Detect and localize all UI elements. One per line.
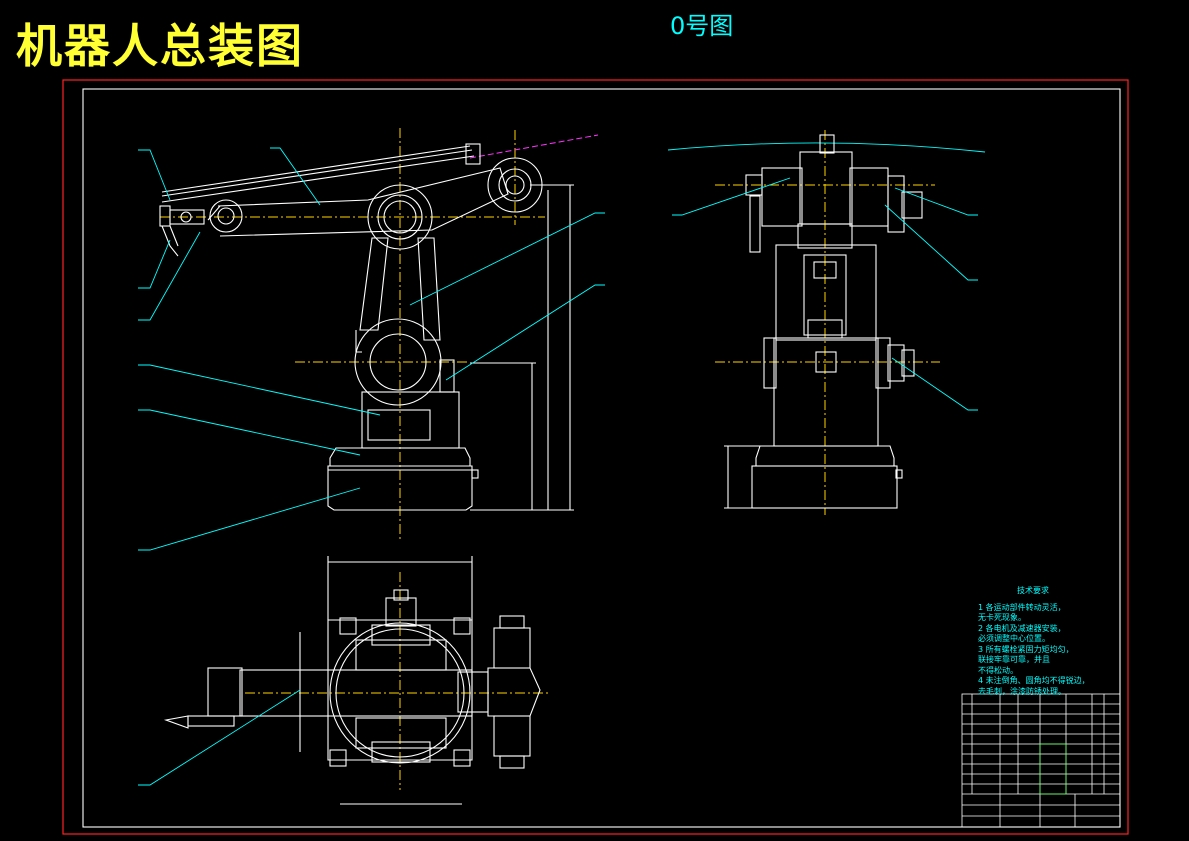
drawing-title: 机器人总装图 [16, 19, 304, 73]
requirement-line: 1 各运动部件转动灵活， [978, 602, 1066, 612]
side-view [667, 130, 986, 515]
requirement-line: 无卡死现象。 [978, 613, 1026, 622]
front-view [138, 128, 605, 551]
inner-border [82, 88, 1121, 828]
requirement-line: 联接牢靠可靠，并且 [978, 655, 1050, 664]
requirement-line: 3 所有螺栓紧固力矩均匀， [978, 644, 1074, 654]
requirement-line: 必须调整中心位置。 [978, 634, 1050, 643]
sheet-size-label: 0号图 [670, 12, 734, 40]
top-view [138, 556, 550, 805]
requirement-line: 2 各电机及减速器安装， [978, 623, 1066, 633]
technical-requirements: 技术要求 1 各运动部件转动灵活， 无卡死现象。 2 各电机及减速器安装， 必须… [978, 586, 1090, 697]
requirement-line: 4 未注倒角、圆角均不得锐边， [978, 676, 1090, 685]
requirement-line: 去毛刺，涂漆防锈处理。 [978, 686, 1066, 696]
requirement-line: 不得松动。 [978, 665, 1018, 675]
technical-requirements-heading: 技术要求 [1017, 586, 1049, 595]
outer-border [62, 79, 1129, 835]
title-block [961, 693, 1121, 828]
